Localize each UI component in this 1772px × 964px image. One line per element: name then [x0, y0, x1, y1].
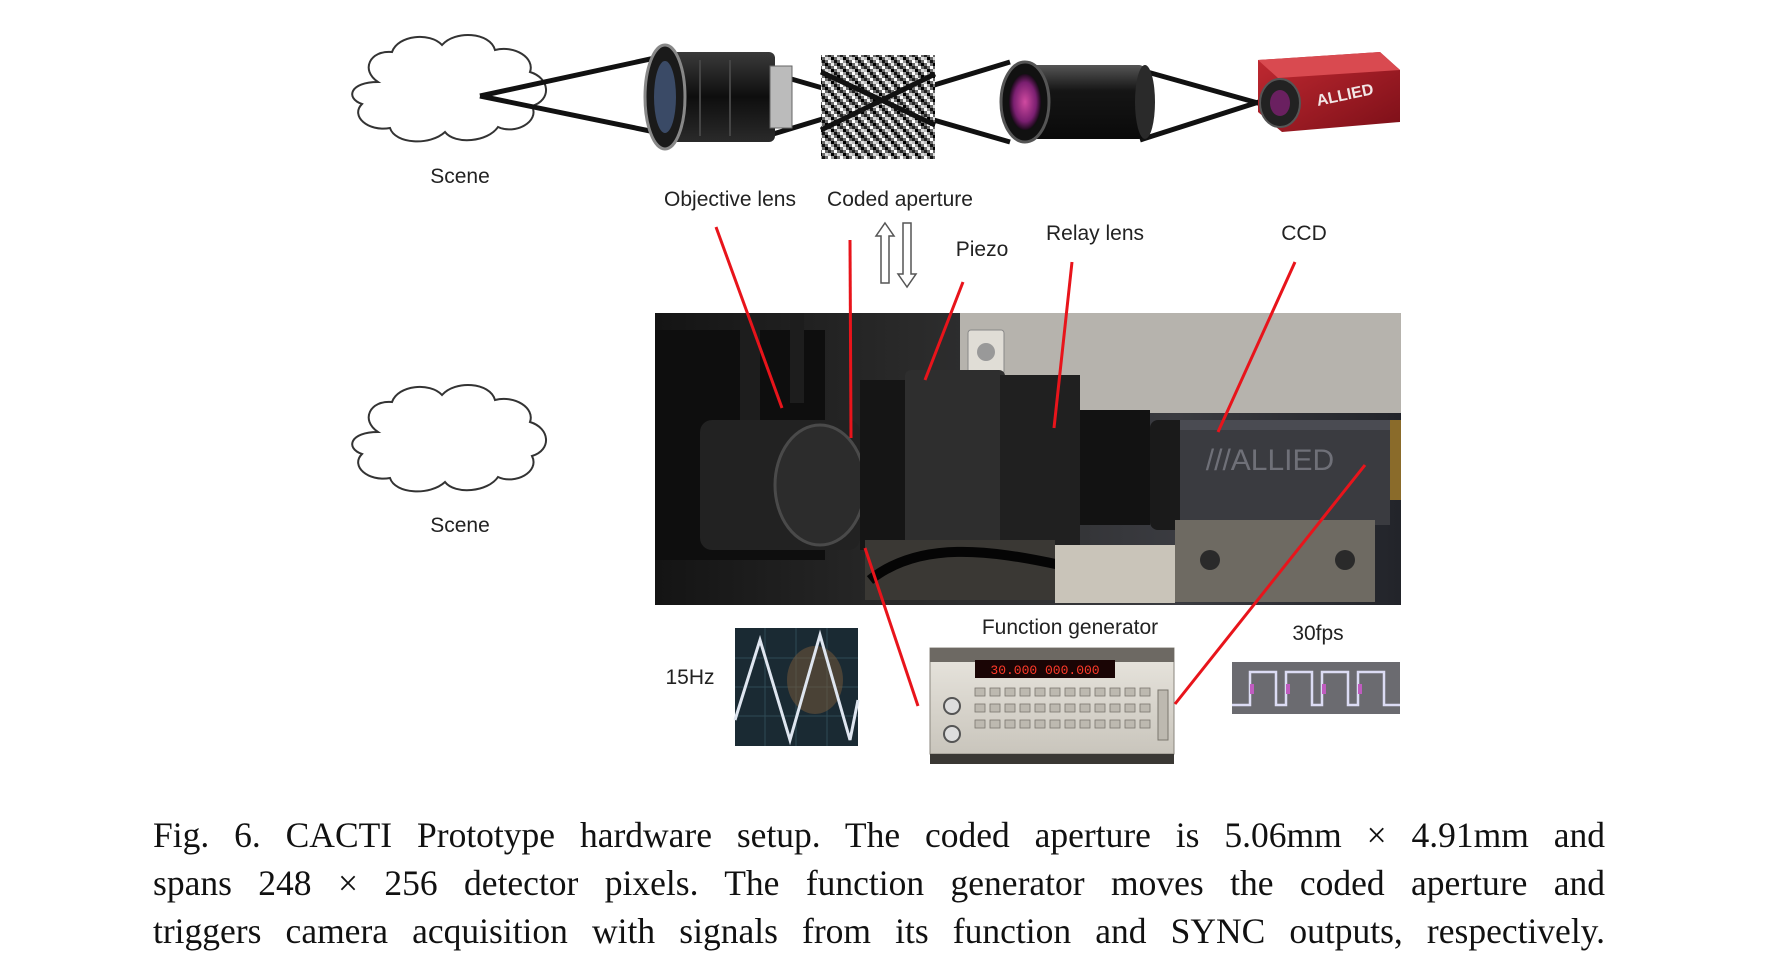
objective-lens-label: Objective lens: [664, 188, 796, 211]
scene-label-bottom: Scene: [430, 514, 490, 537]
objective-lens-icon: [643, 43, 793, 151]
fps-30-label: 30fps: [1292, 622, 1343, 645]
relay-lens-label: Relay lens: [1046, 222, 1144, 245]
sine-wave-scope: [733, 628, 860, 746]
freq-15hz-label: 15Hz: [665, 666, 714, 689]
ccd-label: CCD: [1281, 222, 1327, 245]
piezo-label: Piezo: [956, 238, 1009, 261]
hardware-photo: ///ALLIED: [655, 313, 1401, 605]
piezo-motion-arrows-icon: [874, 221, 918, 289]
function-generator-device: 30.000 000.000: [929, 647, 1175, 764]
relay-lens-icon: [999, 60, 1155, 144]
caption-line-2: spans 248 × 256 detector pixels. The fun…: [153, 863, 1605, 903]
caption-line-3: triggers camera acquisition with signals…: [153, 911, 1605, 951]
coded-aperture-label: Coded aperture: [827, 188, 973, 211]
function-generator-label: Function generator: [982, 616, 1158, 639]
pointer-lines: [714, 226, 1367, 707]
function-generator-display: 30.000 000.000: [990, 663, 1099, 678]
ccd-camera-icon: ALLIED: [1258, 52, 1400, 132]
scene-cloud-bottom: [351, 383, 547, 493]
camera-brand-photo-text: ///ALLIED: [1206, 444, 1334, 477]
figure-caption: Fig. 6. CACTI Prototype hardware setup. …: [153, 811, 1605, 955]
optical-rays: [479, 55, 1266, 145]
scene-label-top: Scene: [430, 165, 490, 188]
sync-pulse-scope: [1232, 662, 1400, 714]
coded-aperture-mask: [821, 55, 935, 159]
caption-line-1: Fig. 6. CACTI Prototype hardware setup. …: [153, 815, 1605, 855]
